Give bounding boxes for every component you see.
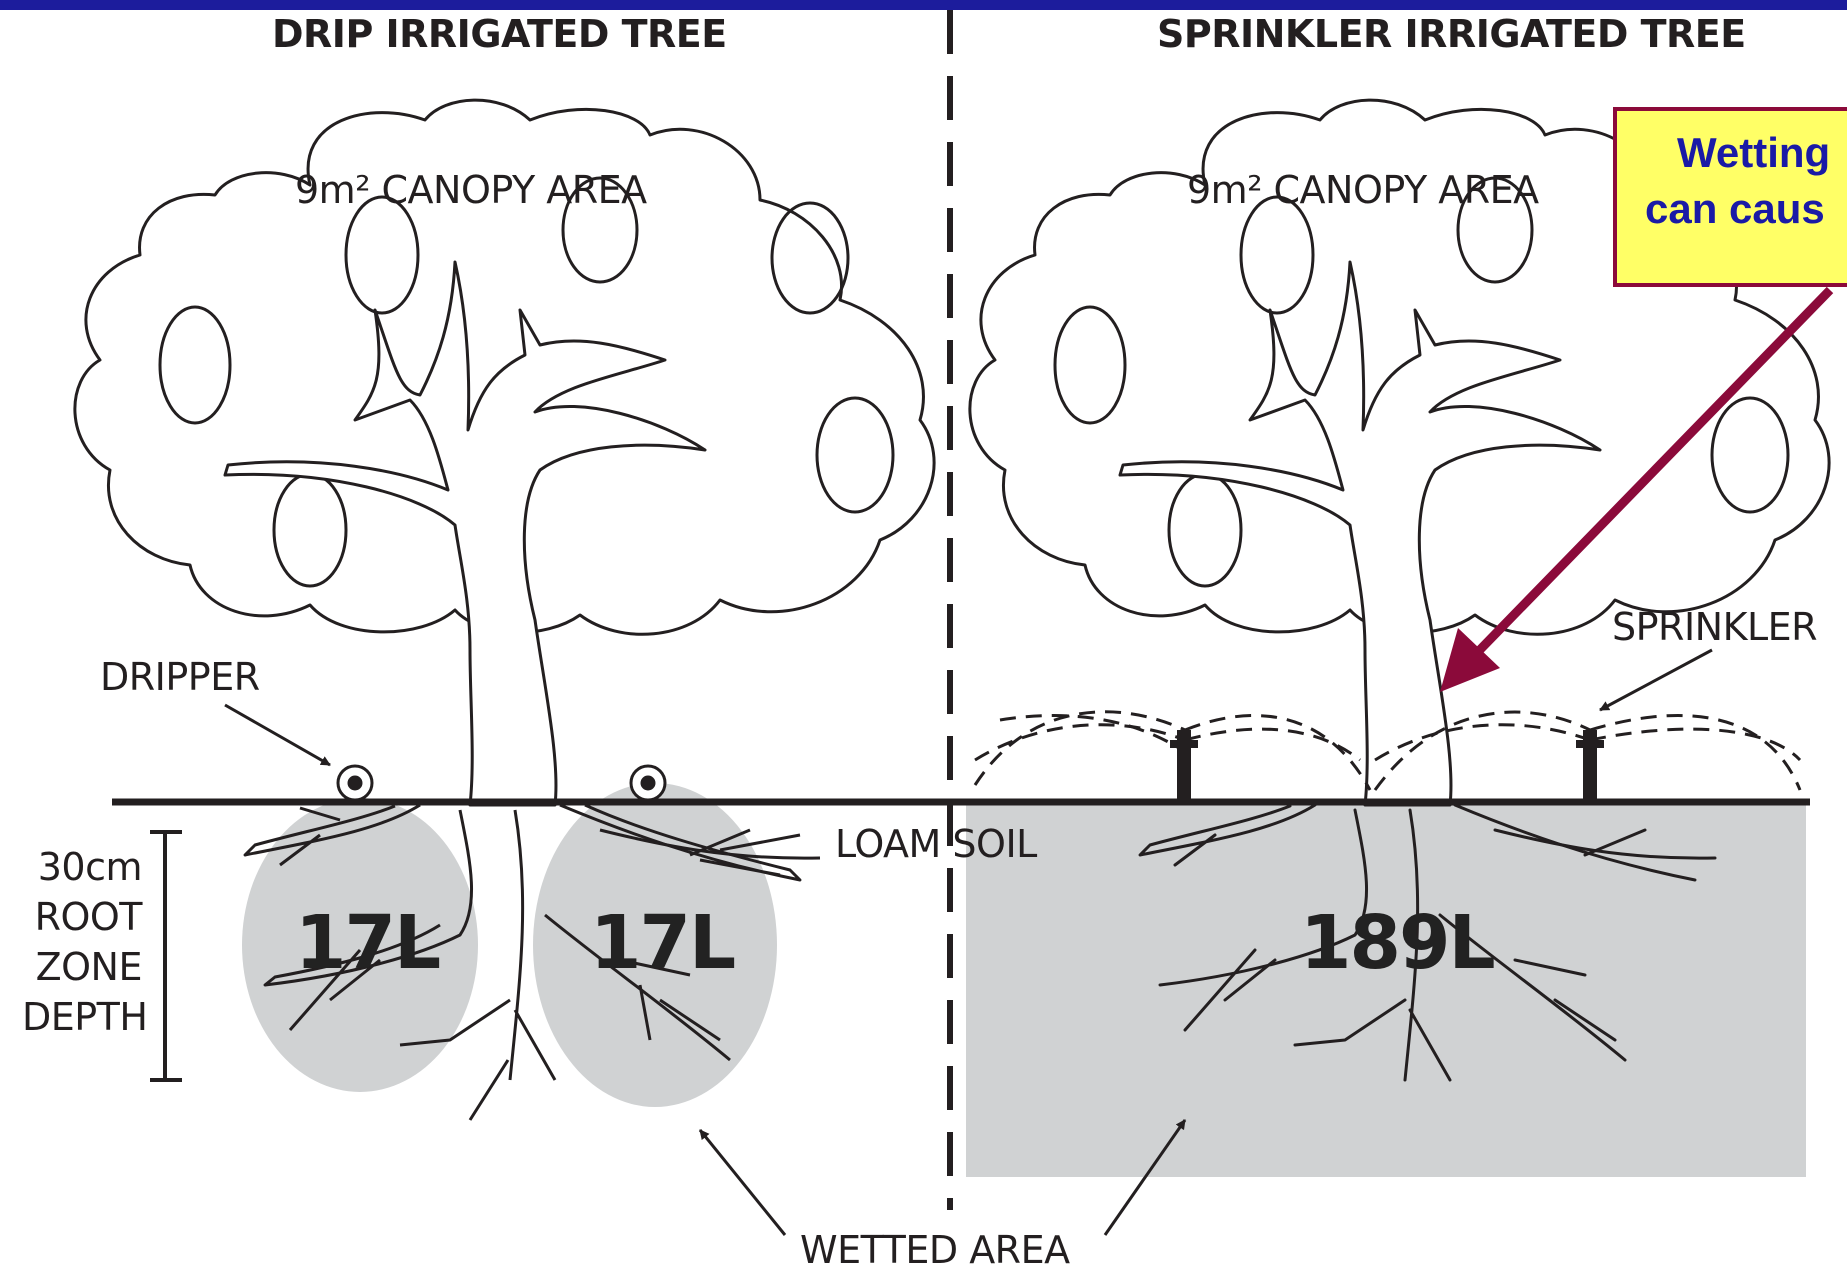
soil-label: LOAM SOIL — [835, 822, 1037, 866]
callout-line-2: can caus — [1645, 181, 1847, 237]
depth-bracket — [150, 832, 182, 1080]
wetting-callout: Wetting can caus — [1613, 107, 1847, 287]
drip-canopy-label: 9m² CANOPY AREA — [295, 168, 647, 212]
dripper-label: DRIPPER — [100, 655, 260, 699]
drip-volume-right: 17L — [590, 900, 734, 986]
callout-line-1: Wetting — [1645, 125, 1847, 181]
depth-line-3: ZONE — [22, 942, 142, 992]
depth-line-2: ROOT — [22, 892, 142, 942]
drip-volume-left: 17L — [295, 900, 439, 986]
depth-line-4: DEPTH — [22, 992, 142, 1042]
sprinkler-canopy-label: 9m² CANOPY AREA — [1187, 168, 1539, 212]
depth-label: 30cm ROOT ZONE DEPTH — [22, 842, 142, 1042]
depth-line-1: 30cm — [22, 842, 142, 892]
drip-title: DRIP IRRIGATED TREE — [272, 12, 727, 56]
wetted-area-label: WETTED AREA — [800, 1228, 1070, 1272]
sprinkler-volume: 189L — [1300, 900, 1494, 986]
sprinkler-label: SPRINKLER — [1612, 605, 1817, 649]
sprinkler-title: SPRINKLER IRRIGATED TREE — [1157, 12, 1746, 56]
